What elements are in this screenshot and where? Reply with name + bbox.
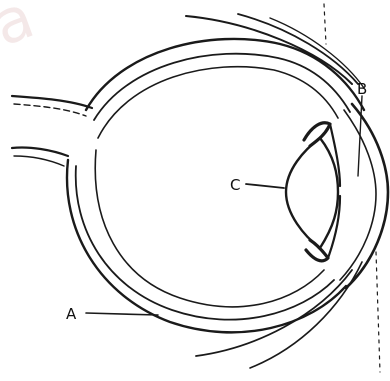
watermark: a (0, 0, 43, 60)
label-b: B (357, 80, 367, 98)
label-a-pointer (86, 313, 158, 315)
label-c: C (230, 176, 240, 194)
label-b-pointer (358, 96, 362, 176)
label-a: A (66, 305, 77, 323)
label-a-group: A (66, 305, 158, 323)
cornea (340, 104, 388, 288)
label-c-pointer (246, 184, 284, 188)
lens (286, 138, 338, 248)
optic-nerve (12, 96, 92, 166)
label-c-group: C (230, 176, 284, 194)
choroid (76, 54, 350, 320)
label-b-group: B (357, 80, 367, 176)
retina (95, 67, 338, 307)
sclera (67, 39, 364, 332)
